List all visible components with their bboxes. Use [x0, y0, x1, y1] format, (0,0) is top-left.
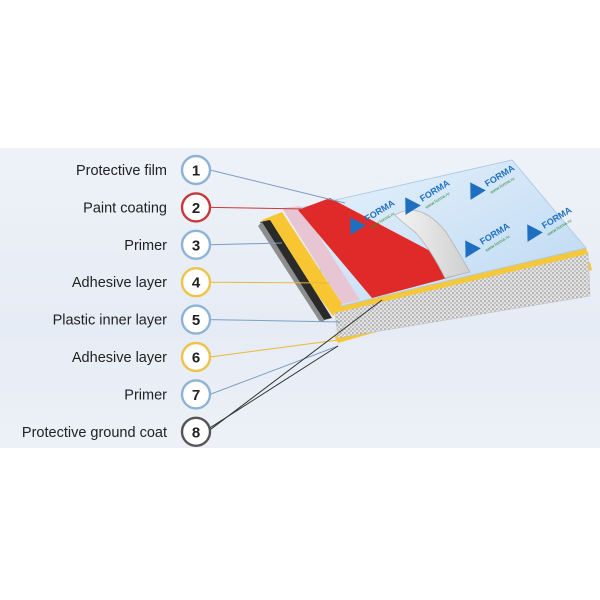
legend-number: 1 [192, 163, 200, 180]
legend-item-7: Primer 7 [124, 379, 212, 410]
leader-line [209, 345, 339, 395]
top-adhesive-edge [333, 248, 588, 313]
adhesive-side [262, 212, 342, 316]
dark-side [260, 220, 332, 320]
leader-line [209, 169, 346, 204]
core-side [258, 222, 325, 322]
legend-label: Primer [124, 387, 167, 403]
legend-ring [180, 416, 212, 447]
leader-line [209, 206, 307, 210]
paint-surface [298, 198, 470, 298]
legend-ring [180, 229, 212, 261]
legend-item-1: Protective film 1 [76, 154, 212, 186]
leader-line [209, 319, 341, 323]
legend-number: 8 [192, 424, 200, 441]
legend-label: Primer [124, 238, 167, 254]
legend-item-5: Plastic inner layer 5 [53, 304, 212, 335]
leader-line [209, 299, 383, 431]
legend-item-3: Primer 3 [124, 229, 212, 261]
legend-label: Adhesive layer [72, 275, 167, 291]
legend-ring [180, 192, 212, 223]
legend-label: Paint coating [83, 200, 167, 216]
primer-strip [282, 206, 360, 304]
legend-label: Plastic inner layer [53, 313, 168, 329]
legend-number: 3 [192, 237, 200, 254]
panel-layers [258, 159, 592, 343]
leader-line [209, 339, 339, 358]
legend-number: 7 [192, 387, 200, 404]
leader-lines [209, 169, 383, 431]
legend-ring [180, 304, 212, 335]
leader-line [209, 281, 331, 284]
legend-number: 2 [192, 200, 200, 217]
legend-number: 4 [192, 275, 201, 292]
legend-number: 6 [192, 350, 200, 367]
legend-number: 5 [192, 312, 200, 329]
legend-ring [180, 379, 212, 410]
legend-ring [180, 154, 212, 186]
legend-item-8: Protective ground coat 8 [22, 416, 212, 447]
legend-item-4: Adhesive layer 4 [72, 267, 212, 298]
legend-label: Adhesive layer [72, 350, 167, 366]
legend-item-6: Adhesive layer 6 [72, 341, 212, 373]
legend-label: Protective film [76, 163, 167, 179]
legend-ring [180, 341, 212, 373]
legend-label: Protective ground coat [22, 425, 167, 441]
legend-ring [180, 267, 212, 298]
leader-line [209, 242, 283, 246]
film-curl [394, 209, 471, 279]
legend-item-2: Paint coating 2 [83, 192, 212, 223]
